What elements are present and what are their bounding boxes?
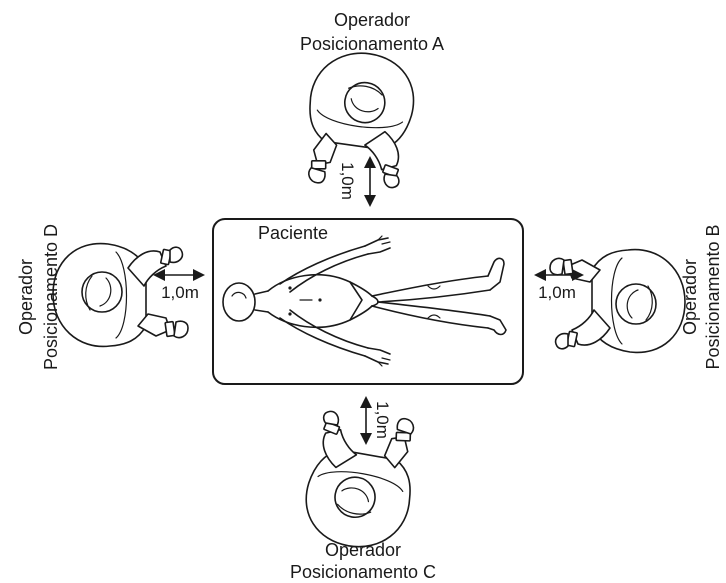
operator-b-line2: Posicionamento B [703, 224, 723, 369]
operator-c-line2: Posicionamento C [290, 562, 436, 582]
operator-a-line1: Operador [334, 10, 410, 30]
operator-a-figure [299, 47, 420, 195]
operator-c-line1: Operador [325, 540, 401, 560]
patient-label: Paciente [258, 223, 328, 243]
distance-arrow-a [364, 156, 376, 207]
distance-arrow-d [153, 269, 205, 281]
operator-a-line2: Posicionamento A [300, 34, 444, 54]
distance-label-c: 1,0m [373, 401, 392, 439]
distance-arrow-c [360, 396, 372, 445]
distance-label-b: 1,0m [538, 283, 576, 302]
operator-c-figure [299, 404, 424, 555]
distance-label-a: 1,0m [338, 162, 357, 200]
distance-label-d: 1,0m [161, 283, 199, 302]
operator-d-line2: Posicionamento D [41, 224, 61, 370]
operator-b-line1: Operador [680, 259, 700, 335]
operator-d-line1: Operador [16, 259, 36, 335]
